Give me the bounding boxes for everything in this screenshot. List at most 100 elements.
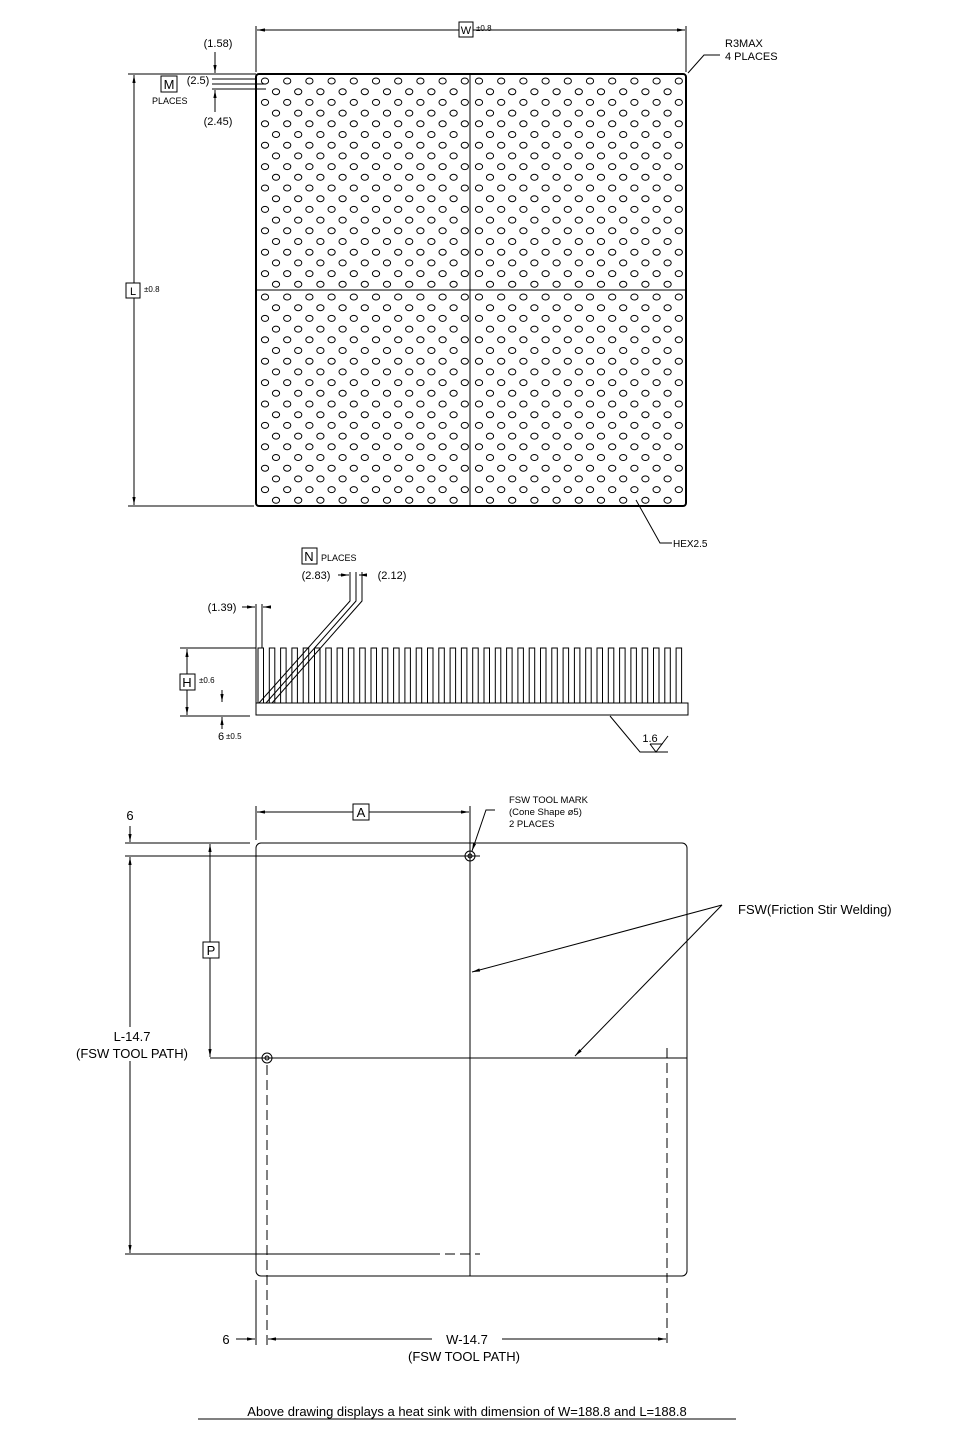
fin — [460, 647, 468, 704]
pin — [394, 293, 403, 301]
pin — [608, 205, 617, 213]
pin — [360, 304, 369, 312]
pin-leader — [635, 499, 672, 544]
pin — [652, 163, 661, 171]
pin — [563, 184, 572, 192]
fin — [653, 647, 660, 704]
pin — [305, 77, 314, 85]
pin — [619, 347, 628, 354]
pin — [497, 141, 506, 149]
pin — [460, 227, 469, 235]
pin — [338, 173, 347, 181]
pin — [641, 152, 650, 160]
pin — [349, 379, 358, 387]
pin — [294, 347, 303, 354]
fin — [641, 647, 649, 704]
pin — [283, 77, 292, 85]
pin — [382, 304, 392, 312]
pin — [382, 173, 392, 181]
pin — [608, 120, 617, 128]
pin — [641, 88, 650, 96]
pin — [316, 280, 325, 288]
pin — [630, 227, 639, 235]
pin — [405, 238, 414, 245]
base-thickness: 6 — [218, 731, 224, 743]
pin — [630, 486, 639, 494]
pin — [382, 259, 392, 267]
pin — [674, 270, 683, 278]
pin — [283, 357, 292, 365]
pin — [371, 336, 381, 344]
pin — [508, 259, 517, 267]
pin — [260, 205, 270, 213]
pin — [585, 357, 595, 365]
pin — [449, 88, 458, 96]
pin — [427, 238, 436, 245]
pin — [360, 173, 369, 181]
pin — [349, 400, 358, 408]
pin — [427, 152, 436, 160]
pin — [474, 400, 484, 408]
pin — [541, 184, 550, 192]
pin — [416, 400, 425, 408]
pin — [508, 238, 517, 245]
pin — [619, 131, 628, 138]
pin — [338, 259, 347, 267]
pin — [371, 163, 381, 171]
pin — [652, 98, 661, 106]
pin — [382, 195, 392, 203]
pin — [674, 205, 683, 213]
pin-array — [260, 77, 683, 504]
pin — [460, 379, 469, 387]
pin — [360, 259, 369, 267]
pin — [349, 486, 358, 494]
pin — [427, 280, 436, 288]
pin — [530, 152, 539, 160]
fin — [370, 647, 377, 704]
pin — [338, 325, 347, 333]
pin — [360, 496, 369, 504]
pin — [563, 77, 572, 85]
pin — [563, 443, 572, 451]
pin — [371, 421, 381, 429]
pin — [316, 173, 325, 181]
pin — [552, 411, 561, 419]
pin — [394, 184, 403, 192]
a-label-box — [352, 803, 370, 821]
pin — [530, 368, 539, 376]
pin — [360, 88, 369, 96]
pin — [271, 389, 281, 397]
pin — [530, 389, 539, 397]
pin — [338, 496, 347, 504]
pin — [260, 314, 270, 322]
pin — [552, 454, 561, 461]
pin — [438, 357, 447, 365]
pin — [585, 141, 595, 149]
pin — [405, 368, 414, 376]
pin — [497, 184, 506, 192]
pin — [630, 248, 639, 256]
fin — [675, 647, 683, 704]
fin-places-label: PLACES — [321, 553, 357, 563]
pin — [541, 163, 550, 171]
fin — [540, 647, 547, 704]
pin — [674, 421, 683, 429]
pin — [382, 432, 392, 440]
pin — [652, 486, 661, 494]
pin — [663, 454, 672, 461]
pin — [530, 173, 539, 181]
pin — [371, 98, 381, 106]
pin — [497, 379, 506, 387]
pin — [416, 486, 425, 494]
pin — [585, 443, 595, 451]
pin — [416, 421, 425, 429]
pin — [316, 131, 325, 138]
pin — [663, 195, 672, 203]
pin — [574, 280, 583, 288]
pin — [449, 432, 458, 440]
fin — [506, 647, 513, 704]
pin — [474, 421, 484, 429]
pin — [497, 227, 506, 235]
pin — [530, 109, 539, 117]
pin — [485, 173, 495, 181]
